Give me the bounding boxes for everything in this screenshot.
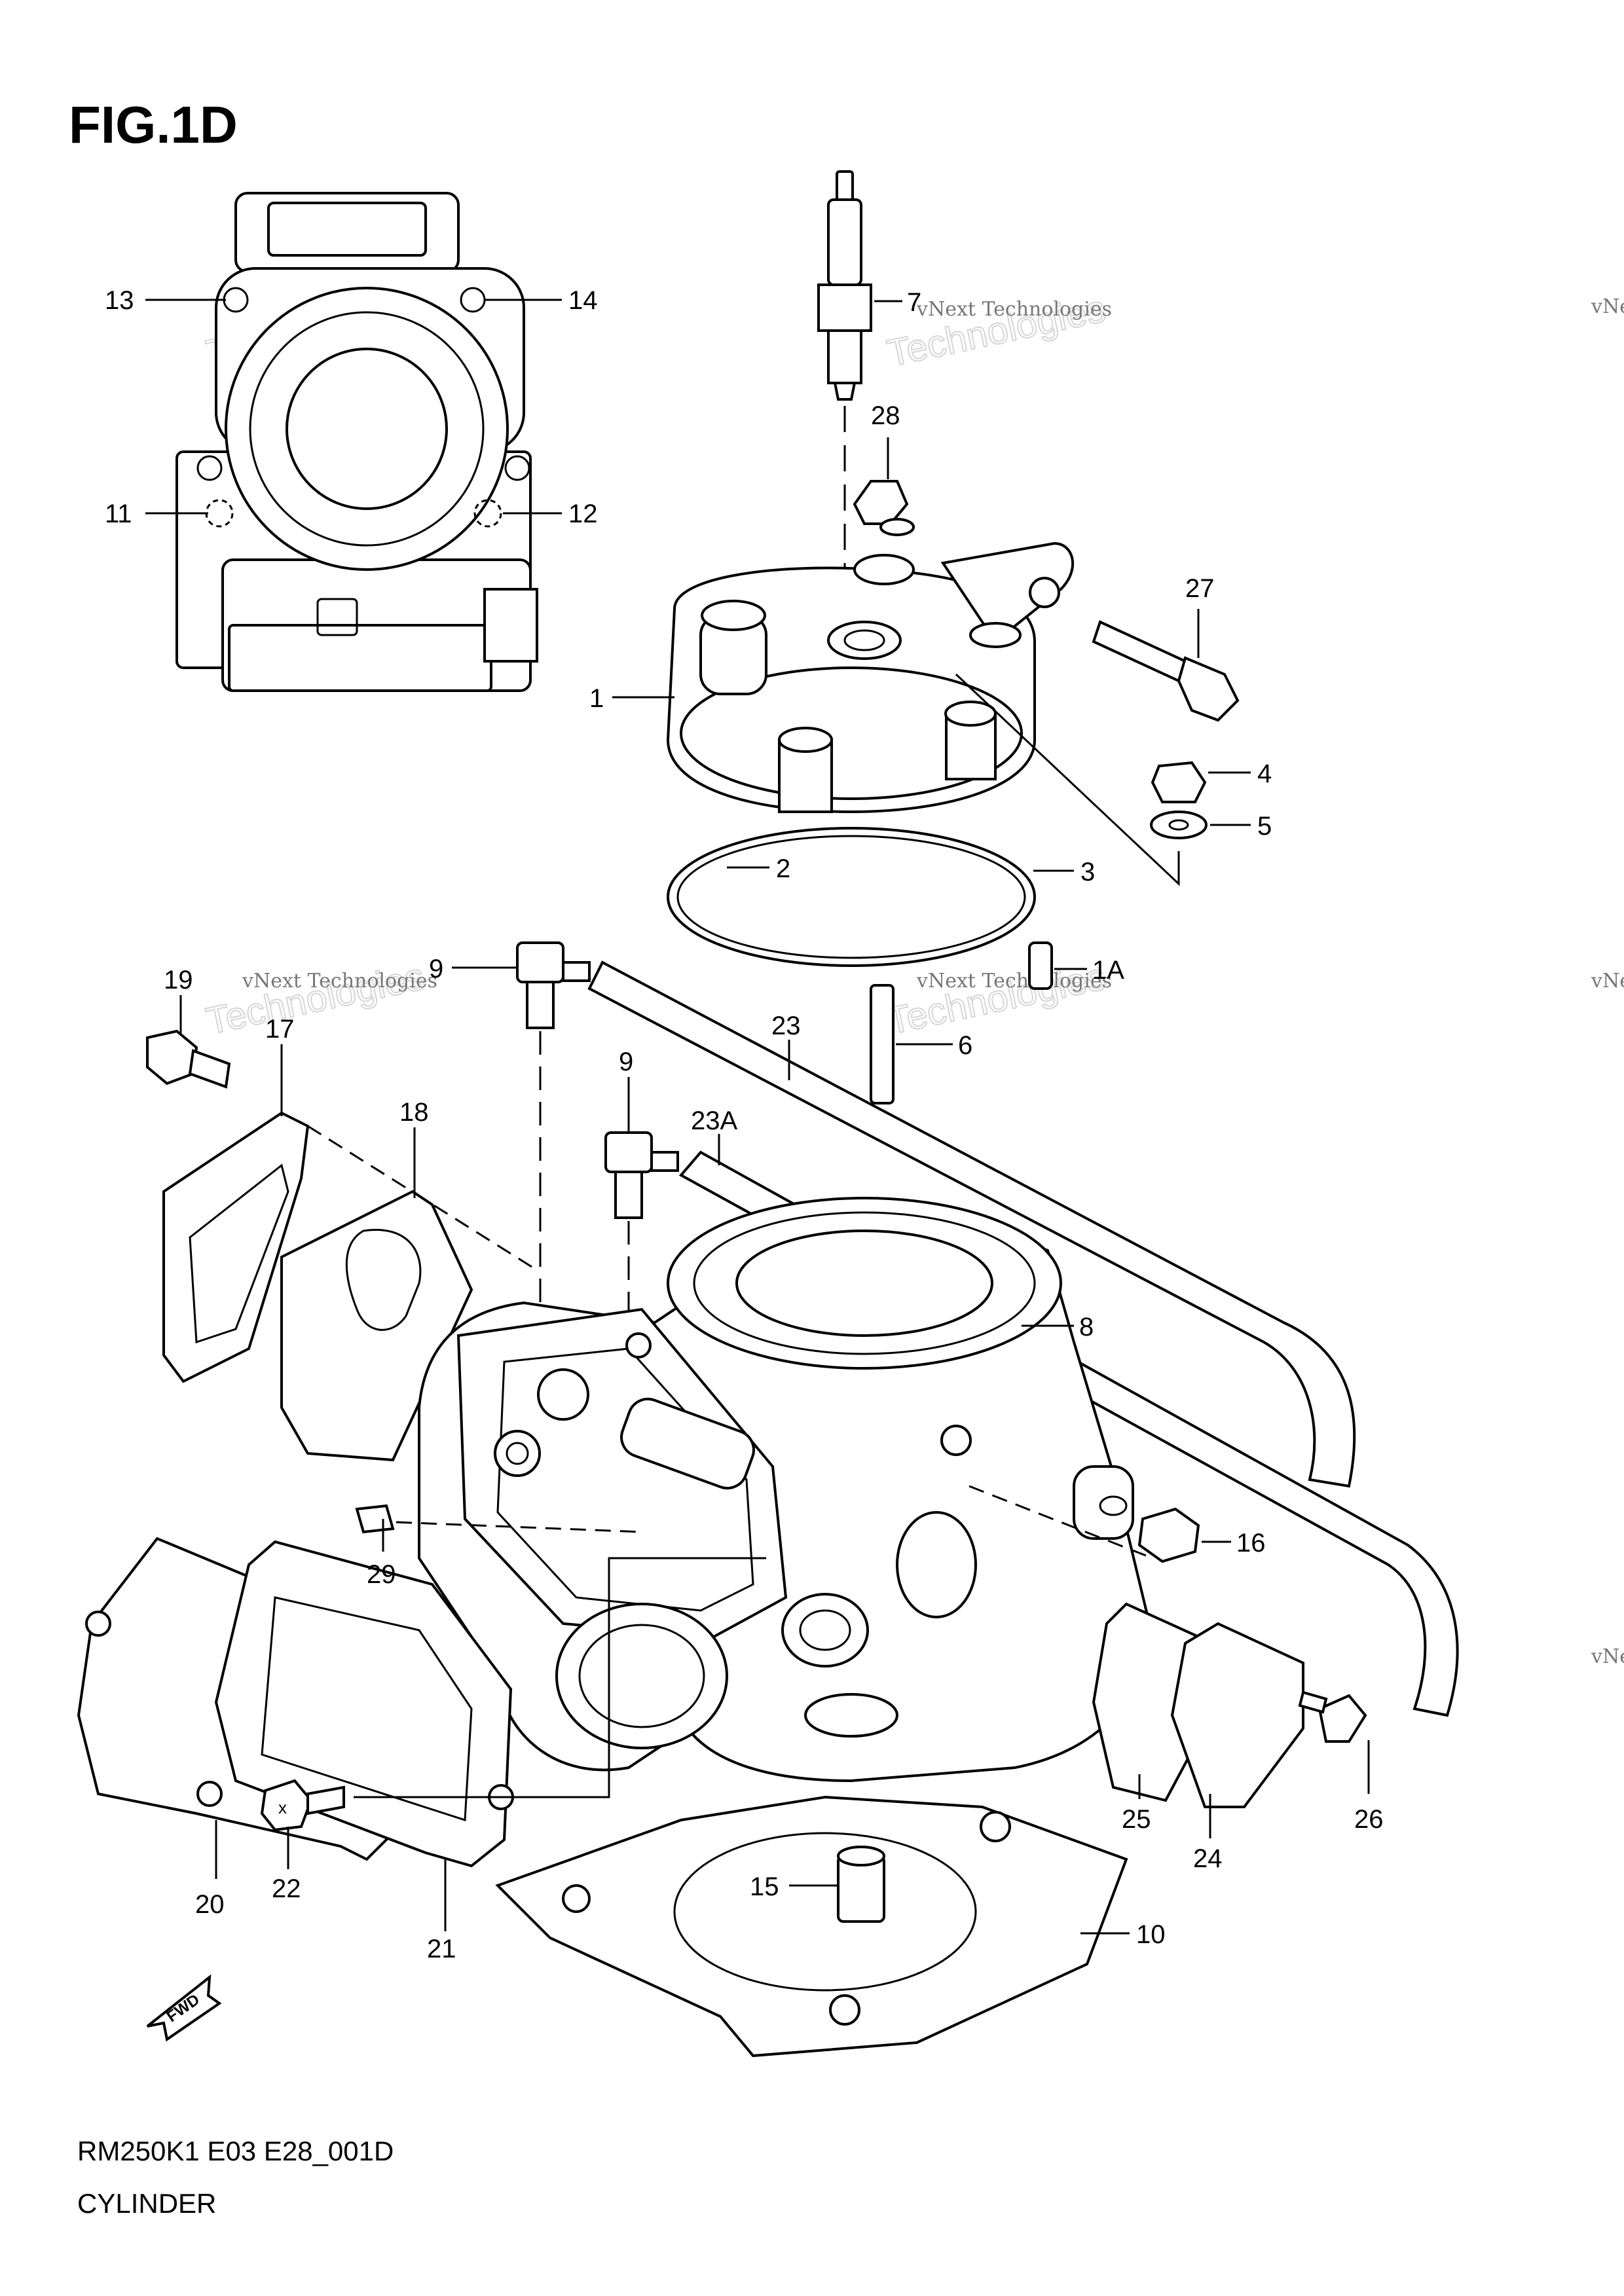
- base-gasket: [495, 1795, 1128, 2058]
- callout-14: 14: [568, 286, 598, 315]
- hose-23: [587, 960, 1356, 1488]
- bolt-path-line: [955, 673, 1180, 886]
- callout-5: 5: [1257, 812, 1272, 841]
- callout-1a: 1A: [1092, 956, 1124, 985]
- callout-24: 24: [1193, 1844, 1223, 1873]
- assembly-line: [969, 1485, 1153, 1559]
- dowel-pin: [1028, 941, 1053, 990]
- side-cover-bolt: [1298, 1690, 1367, 1743]
- washer-hole: [1168, 819, 1189, 831]
- callout-18: 18: [399, 1098, 429, 1127]
- callout-8: 8: [1079, 1313, 1094, 1341]
- watermark-text: vNext Technologies: [242, 970, 437, 993]
- leader-lines: [145, 299, 1370, 1935]
- stud-bolt: [870, 984, 895, 1104]
- hose-fitting: [516, 941, 591, 1316]
- side-cover: [1170, 1622, 1304, 1808]
- valve-cover: [162, 1111, 310, 1383]
- cover-hole: [196, 1781, 223, 1807]
- forward-arrow-icon: FWD: [146, 1974, 222, 2042]
- callout-23: 23: [771, 1011, 801, 1040]
- figure-code: RM250K1 E03 E28_001D: [77, 2136, 394, 2166]
- callout-9: 9: [429, 955, 443, 983]
- watermark-text: vNext Technologies: [1591, 1645, 1624, 1668]
- cylinder-top-view: [175, 192, 538, 692]
- callout-17: 17: [265, 1015, 295, 1044]
- head-gasket-ring: [667, 827, 1036, 967]
- callout-22: 22: [272, 1874, 301, 1903]
- base-gasket-bore: [673, 1832, 977, 1992]
- callout-26: 26: [1354, 1805, 1384, 1834]
- callout-21: 21: [427, 1935, 456, 1963]
- callout-13: 13: [105, 286, 134, 315]
- watermark-text: vNext Technologies: [916, 970, 1112, 993]
- callout-25: 25: [1122, 1805, 1151, 1834]
- flange-nut: [1137, 1507, 1200, 1563]
- spark-plug: [817, 170, 872, 615]
- callout-19: 19: [164, 966, 193, 994]
- assembly-line: [354, 1557, 766, 1798]
- gasket-hole: [829, 1994, 860, 2026]
- callout-12: 12: [568, 500, 598, 528]
- callout-6: 6: [958, 1031, 972, 1060]
- callout-29: 29: [367, 1560, 396, 1589]
- callout-28: 28: [871, 401, 900, 430]
- cylinder-head: [666, 480, 1074, 814]
- hose-23a: [678, 1150, 1459, 1717]
- callout-15: 15: [750, 1872, 779, 1901]
- cover-hole: [85, 1611, 111, 1637]
- cover-screw: x: [260, 1779, 345, 1832]
- head-bolt: [1092, 620, 1240, 722]
- callout-16: 16: [1236, 1529, 1266, 1558]
- callout-20: 20: [195, 1890, 225, 1919]
- callout-10: 10: [1136, 1920, 1166, 1949]
- assembly-line: [307, 1125, 538, 1271]
- callout-9-lower: 9: [619, 1048, 633, 1076]
- watermark-text: vNext Technologies: [1591, 970, 1624, 993]
- screw-mark: x: [278, 1798, 287, 1817]
- watermark-text: Technologies: [202, 955, 428, 1043]
- watermark-text: vNext Technologies: [1591, 295, 1624, 318]
- callout-2: 2: [776, 854, 790, 883]
- callouts: 13 14 11 12 7 28 27 4 5 1 2 3 1A 6 9 23 …: [105, 286, 1384, 1963]
- gasket-opening: [345, 1229, 422, 1331]
- callout-7: 7: [907, 288, 921, 317]
- gasket-inner-edge: [261, 1596, 473, 1822]
- callout-11: 11: [105, 500, 132, 528]
- callout-23a: 23A: [691, 1106, 737, 1135]
- gasket-hole: [980, 1811, 1011, 1842]
- callout-27: 27: [1185, 574, 1215, 603]
- gasket-hole: [562, 1884, 591, 1913]
- callout-4: 4: [1257, 759, 1272, 788]
- figure-title: FIG.1D: [69, 96, 238, 154]
- figure-name: CYLINDER: [77, 2188, 216, 2219]
- nut: [1151, 761, 1207, 803]
- valve-cover-rib: [189, 1163, 289, 1344]
- callout-1: 1: [589, 684, 604, 713]
- o-ring: [676, 835, 1026, 959]
- hose-fitting: [604, 1131, 679, 1336]
- washer: [1150, 811, 1208, 839]
- cover-bolt: [146, 1029, 231, 1089]
- callout-3: 3: [1080, 858, 1095, 886]
- watermark-text: vNext Technologies: [916, 298, 1112, 321]
- dowel-pin-top: [837, 1846, 885, 1867]
- cylinder-body: [418, 1197, 1154, 1783]
